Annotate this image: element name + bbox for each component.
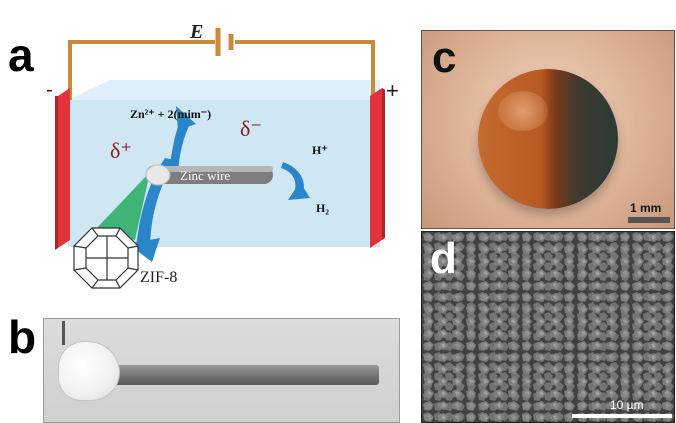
zif-coating <box>145 164 171 186</box>
delta-plus-label: δ⁺ <box>110 138 132 163</box>
negative-electrode <box>58 88 70 248</box>
panel-label-d: d <box>430 234 457 283</box>
zif-deposit <box>58 341 120 401</box>
panel-label-b: b <box>8 311 37 363</box>
crystal-label: ZIF-8 <box>140 269 177 286</box>
scale-bar-c <box>628 217 670 223</box>
wire-photo <box>43 318 400 423</box>
circuit-wire-right <box>235 40 375 95</box>
bead-highlight <box>498 91 548 131</box>
positive-terminal-label: + <box>386 78 399 103</box>
panel-label-a: a <box>8 29 34 81</box>
sem-micrograph: d 10 µm <box>421 231 675 423</box>
hydrogen-label: H₂ <box>316 201 329 215</box>
electrochemical-cell-diagram: E - + Zinc wire δ⁺ δ⁻ Zn²⁺ + 2(mim⁻) H⁺ … <box>46 21 399 289</box>
negative-terminal-label: - <box>46 79 53 101</box>
electrolyte-surface <box>68 80 380 100</box>
zif8-crystal <box>73 227 139 289</box>
bead-photo: c 1 mm <box>421 30 675 229</box>
wire-label: Zinc wire <box>180 168 230 183</box>
scale-bar-d <box>572 414 672 418</box>
positive-electrode <box>370 88 382 248</box>
crystal-texture <box>422 232 674 422</box>
coated-wire <box>104 365 379 385</box>
up-arrow <box>168 118 190 180</box>
proton-label: H⁺ <box>312 143 328 157</box>
coated-bead <box>478 69 618 209</box>
down-arrow <box>136 158 175 250</box>
reaction-products-label: Zn²⁺ + 2(mim⁻) <box>130 107 211 121</box>
delta-minus-label: δ⁻ <box>240 116 262 141</box>
scale-label-c: 1 mm <box>630 201 662 215</box>
field-label: E <box>189 21 203 43</box>
green-beam <box>95 172 150 240</box>
panel-label-c: c <box>432 33 457 82</box>
circuit-wire-left <box>68 40 215 100</box>
scale-label-d: 10 µm <box>610 398 644 412</box>
